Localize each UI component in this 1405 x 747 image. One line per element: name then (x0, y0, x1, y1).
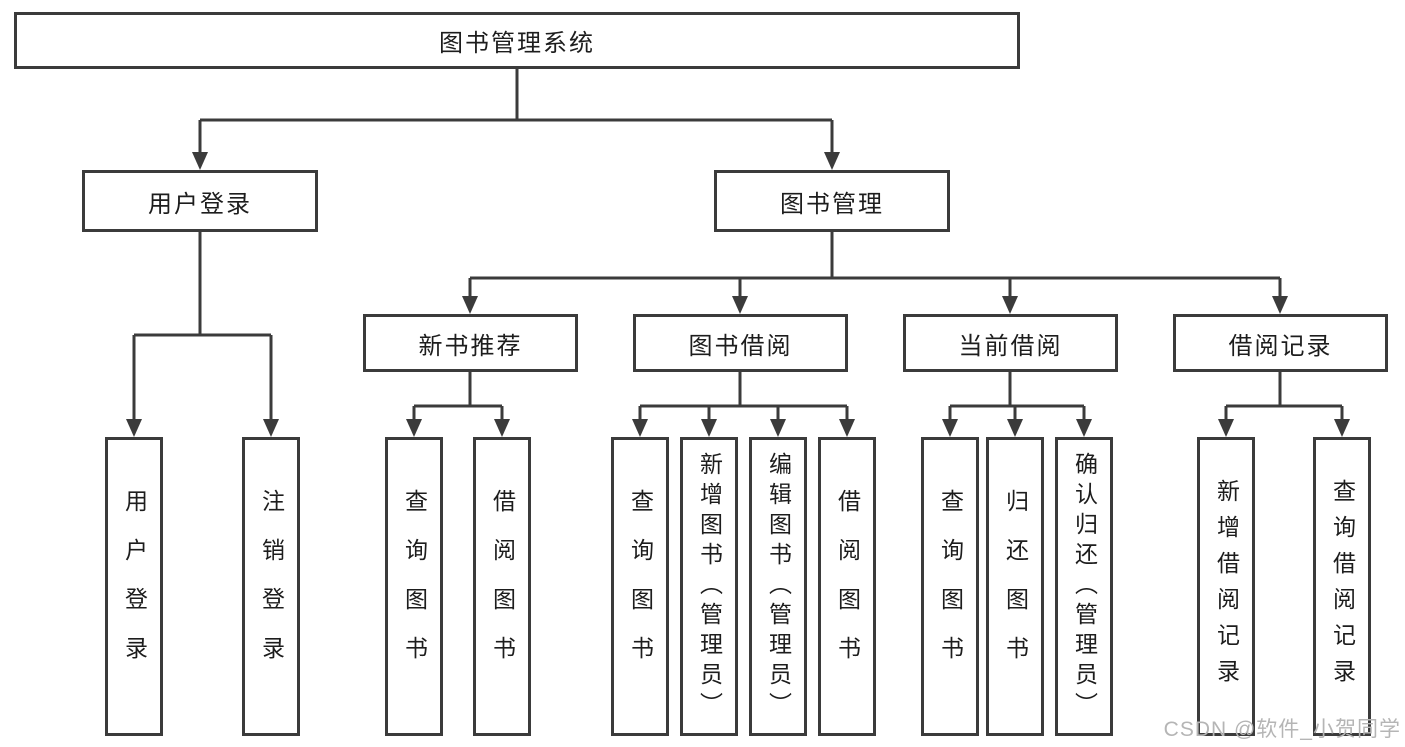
node-leaf-borrow-books: 借阅图书 (818, 437, 876, 736)
node-new-book-recommend: 新书推荐 (363, 314, 578, 372)
node-current-borrow: 当前借阅 (903, 314, 1118, 372)
node-leaf-query-borrow-record: 查询借阅记录 (1313, 437, 1371, 736)
node-borrow-records: 借阅记录 (1173, 314, 1388, 372)
node-leaf-add-books-admin: 新增图书（管理员） (680, 437, 738, 736)
node-leaf-logout: 注销登录 (242, 437, 300, 736)
node-leaf-confirm-return-admin: 确认归还（管理员） (1055, 437, 1113, 736)
node-book-borrow: 图书借阅 (633, 314, 848, 372)
node-book-management: 图书管理 (714, 170, 950, 232)
node-leaf-recommend-query-books: 查询图书 (385, 437, 443, 736)
node-leaf-recommend-borrow-books: 借阅图书 (473, 437, 531, 736)
node-leaf-add-borrow-record: 新增借阅记录 (1197, 437, 1255, 736)
node-leaf-return-books: 归还图书 (986, 437, 1044, 736)
csdn-watermark: CSDN @软件_小贺同学 (1163, 718, 1401, 741)
node-leaf-edit-books-admin: 编辑图书（管理员） (749, 437, 807, 736)
node-root: 图书管理系统 (14, 12, 1020, 69)
node-leaf-current-query-books: 查询图书 (921, 437, 979, 736)
node-user-login-group: 用户登录 (82, 170, 318, 232)
arrowheads (126, 152, 1350, 437)
node-leaf-borrow-query-books: 查询图书 (611, 437, 669, 736)
node-leaf-user-login: 用户登录 (105, 437, 163, 736)
